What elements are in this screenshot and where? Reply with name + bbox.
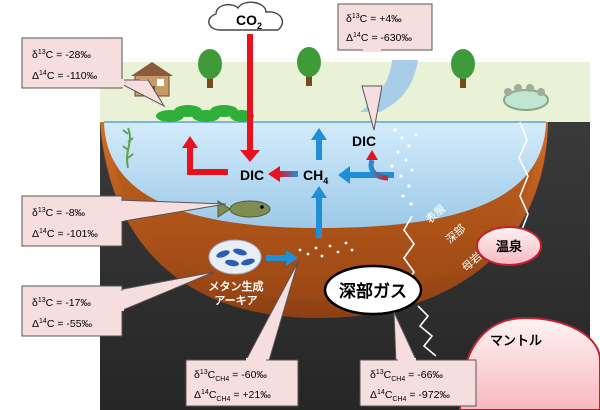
mantle-shape — [458, 316, 600, 410]
deep-gas-label: 深部ガス — [339, 281, 407, 301]
methanogen-label-line2: アーキア — [214, 294, 257, 307]
floating-plants-icon — [156, 105, 254, 122]
dic-recycle-arrow — [366, 150, 389, 181]
methanogen-to-gas-arrow — [266, 250, 298, 266]
fault-line — [417, 305, 437, 357]
hot-spring-pond-icon — [503, 84, 549, 111]
ch4-to-dic-arrow — [268, 166, 298, 182]
tree-icon — [297, 47, 321, 86]
bubbles-to-ch4-arrow — [338, 166, 394, 184]
fault-line — [518, 121, 529, 233]
methanogen-label-line1: メタン生成 — [209, 279, 264, 293]
co2-label: CO2 — [236, 12, 262, 31]
bottom-mid-delta14: Δ14CCH4 = +21‰ — [194, 389, 271, 403]
aquatic-plant-icon — [122, 127, 134, 169]
left-mid-callout — [21, 195, 227, 247]
dic-center-label: DIC — [240, 167, 264, 183]
bottom-mid-callout — [185, 261, 299, 407]
bottom-right-delta14: Δ14CCH4 = -972‰ — [370, 389, 450, 403]
hot-spring-bubble — [476, 226, 542, 266]
sediment-to-ch4-arrow — [311, 186, 327, 238]
bottom-right-callout — [359, 311, 477, 407]
bottom-right-delta13: δ13CCH4 = -66‰ — [370, 369, 443, 383]
methanogen-cell-icon — [208, 239, 262, 275]
left-mid-delta13: δ13C = -8‰ — [32, 207, 86, 219]
top-right-delta14: Δ14C = -630‰ — [346, 32, 412, 44]
mantle-label: マントル — [490, 333, 542, 348]
dic-right-label: DIC — [352, 133, 376, 149]
left-low-callout — [21, 271, 215, 337]
ch4-upward-arrow — [311, 128, 327, 160]
left-low-delta14: Δ14C = -55‰ — [32, 318, 93, 330]
lake-water — [104, 122, 546, 228]
tree-icon — [451, 49, 475, 88]
top-right-delta13: δ13C = +4‰ — [346, 13, 402, 25]
left-top-delta13: δ13C = -28‰ — [32, 49, 91, 61]
left-top-callout — [21, 37, 166, 108]
left-low-delta13: δ13C = -17‰ — [32, 297, 91, 309]
tree-icon — [198, 49, 222, 88]
dic-to-plants-arrow — [182, 136, 228, 175]
top-right-callout — [337, 3, 433, 131]
co2-to-dic-arrow — [240, 34, 260, 162]
deep-gas-bubble — [323, 264, 423, 316]
left-mid-delta14: Δ14C = -101‰ — [32, 228, 98, 240]
co2-cloud — [208, 1, 284, 31]
gas-bubbles — [298, 128, 418, 258]
bottom-mid-delta13: δ13CCH4 = -60‰ — [194, 369, 267, 383]
left-top-delta14: Δ14C = -110‰ — [32, 70, 98, 82]
ch4-label: CH4 — [303, 167, 328, 186]
hot-spring-label: 温泉 — [496, 239, 523, 254]
